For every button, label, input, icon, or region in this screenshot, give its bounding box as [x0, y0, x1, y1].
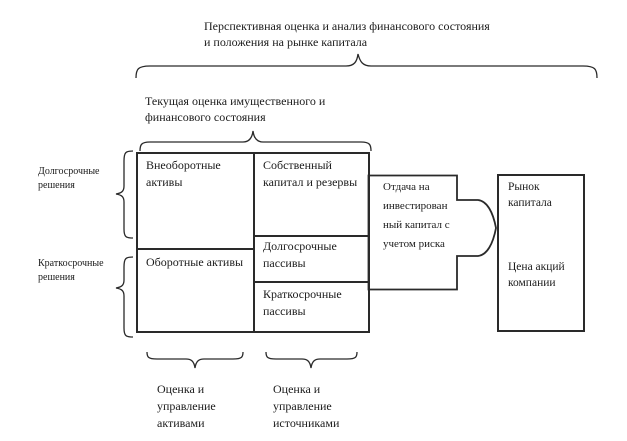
label-line: решения [38, 180, 75, 191]
return-arrow-shape [367, 174, 497, 291]
label-line: управление [157, 399, 216, 413]
label-source-management: Оценка и управление источниками [273, 381, 373, 432]
table-right-row-divider-1 [255, 235, 368, 237]
return-line: инвестирован [383, 200, 448, 212]
label-line: Оценка и [157, 382, 205, 396]
label-long-term-decisions: Долгосрочные решения [38, 165, 123, 193]
prospective-heading-line: Перспективная оценка и анализ финансовог… [204, 19, 490, 33]
label-short-term-decisions: Краткосрочные решения [38, 257, 123, 285]
capital-market-box: Рынок капитала Цена акций компании [497, 174, 585, 332]
brace-bottom-assets [146, 351, 244, 369]
label-line: Краткосрочные [38, 258, 104, 269]
return-line: Отдача на [383, 181, 430, 193]
brace-left-shortterm [115, 256, 134, 338]
current-heading-line: финансового состояния [145, 110, 266, 124]
cell-long-term-liabilities: Долгосрочные пассивы [263, 239, 337, 270]
brace-left-longterm [115, 150, 134, 239]
label-line: Оценка и [273, 382, 321, 396]
label-line: управление [273, 399, 332, 413]
cell-equity: Собственный капитал и резервы [263, 158, 358, 189]
label-line: решения [38, 272, 75, 283]
label-line: Долгосрочные [38, 166, 100, 177]
return-line: учетом риска [383, 238, 445, 250]
cell-current-assets: Оборотные активы [146, 255, 244, 269]
cell-non-current-assets: Внеоборотные активы [146, 158, 221, 189]
current-heading-line: Текущая оценка имущественного и [145, 94, 326, 108]
label-line: источниками [273, 416, 340, 430]
brace-bottom-sources [265, 351, 358, 369]
table-right-row-divider-2 [255, 281, 368, 283]
return-line: ный капитал с [383, 219, 450, 231]
prospective-heading: Перспективная оценка и анализ финансовог… [204, 18, 564, 50]
label-asset-management: Оценка и управление активами [157, 381, 252, 432]
prospective-heading-line: и положения на рынке капитала [204, 35, 368, 49]
brace-top-prospective [135, 53, 598, 79]
table-left-row-divider [138, 248, 253, 250]
balance-table: Внеоборотные активы Оборотные активы Соб… [136, 152, 370, 333]
label-line: активами [157, 416, 205, 430]
return-arrow-label: Отдача на инвестирован ный капитал с уче… [383, 178, 459, 254]
capital-market-label: Рынок капитала [508, 181, 552, 209]
cell-short-term-liabilities: Краткосрочные пассивы [263, 287, 342, 318]
table-vertical-divider [253, 154, 255, 331]
share-price-label: Цена акций компании [508, 261, 565, 289]
current-heading: Текущая оценка имущественного и финансов… [145, 93, 380, 125]
brace-top-table [139, 130, 372, 152]
